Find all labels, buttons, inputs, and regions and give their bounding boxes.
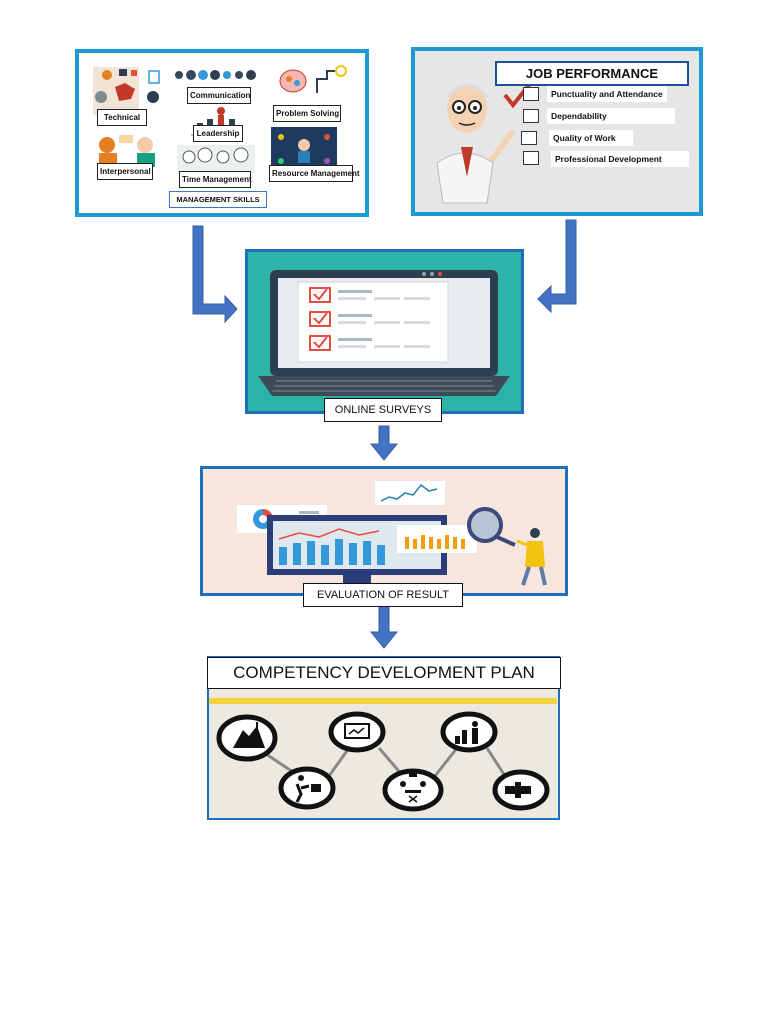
- management-skills-title: MANAGEMENT SKILLS: [169, 191, 267, 208]
- professor-checklist-illustration: [436, 83, 531, 204]
- checkbox-4: [523, 151, 539, 165]
- job-performance-item: Professional Development: [551, 151, 689, 167]
- bar-card-icon: [397, 525, 477, 553]
- job-performance-title: JOB PERFORMANCE: [495, 61, 689, 86]
- skill-time-management-label: Time Management: [179, 171, 252, 188]
- skill-technical-label: Technical: [97, 109, 147, 126]
- communication-icon: [175, 70, 256, 80]
- skill-resource-management-label: Resource Management: [269, 165, 360, 182]
- analytics-illustration: [237, 481, 547, 587]
- evaluation-panel: [200, 466, 568, 596]
- skill-problem-solving-label: Problem Solving: [273, 105, 341, 122]
- online-surveys-panel: [245, 249, 524, 414]
- mountain-climber-icon: [216, 714, 278, 762]
- time-management-icon: [177, 145, 255, 173]
- online-surveys-label: ONLINE SURVEYS: [324, 398, 442, 422]
- competency-roadmap-illustration: [209, 698, 557, 812]
- growth-chart-icon: [440, 711, 498, 753]
- skill-communication-label: Communication: [187, 87, 251, 104]
- skill-leadership-label: Leadership: [193, 125, 243, 142]
- job-performance-panel: JOB PERFORMANCE Punctuality and Attendan…: [411, 47, 703, 216]
- problem-solving-icon: [279, 65, 347, 93]
- line-chart-card-icon: [375, 481, 445, 505]
- technical-icon: [93, 67, 160, 115]
- arrow-right-elbow: [537, 219, 577, 314]
- presentation-icon: [328, 711, 386, 753]
- job-performance-item: Dependability: [547, 108, 675, 124]
- skill-interpersonal-label: Interpersonal: [97, 163, 153, 180]
- laptop-survey-illustration: [258, 270, 510, 396]
- arrow-down-2: [369, 605, 399, 649]
- magnifier-icon: [467, 507, 516, 547]
- management-skills-panel: Technical Communication Problem Solving …: [75, 49, 369, 217]
- survey-form-icon: [297, 281, 449, 363]
- arrow-left-elbow: [192, 225, 238, 324]
- evaluation-label: EVALUATION OF RESULT: [303, 583, 463, 607]
- checkbox-1: [523, 87, 539, 101]
- analyst-person-icon: [516, 528, 547, 586]
- worker-cart-icon: [278, 766, 336, 810]
- management-skills-illustrations: [93, 65, 347, 173]
- job-performance-item: Punctuality and Attendance: [547, 86, 667, 102]
- meeting-table-icon: [382, 768, 444, 812]
- resource-management-icon: [271, 127, 337, 171]
- checkbox-2: [523, 109, 539, 123]
- checkbox-3: [521, 131, 537, 145]
- arrow-down-1: [369, 425, 399, 461]
- puzzle-icon: [492, 769, 550, 811]
- cdp-title: COMPETENCY DEVELOPMENT PLAN: [207, 657, 561, 689]
- professor-character-icon: [436, 83, 516, 204]
- job-performance-item: Quality of Work: [549, 130, 633, 146]
